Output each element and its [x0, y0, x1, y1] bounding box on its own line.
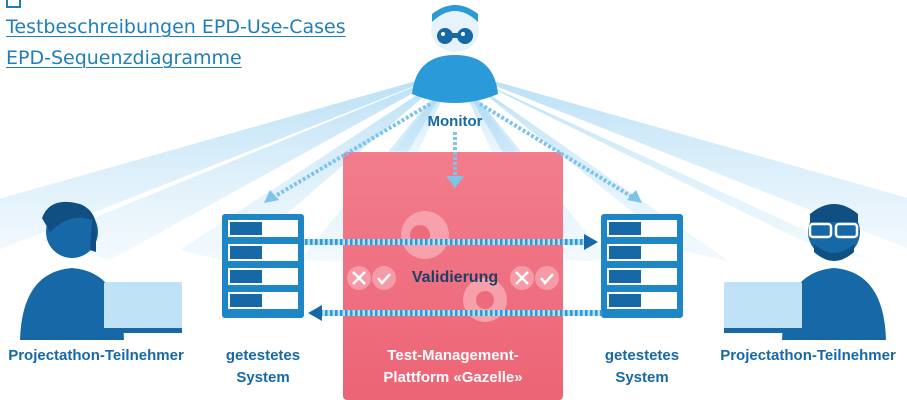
sequence-diagrams-link[interactable]: EPD-Sequenzdiagramme: [6, 47, 242, 69]
validation-check-icons: [347, 266, 559, 290]
link-list-marker: [6, 0, 21, 8]
participant-right-person-icon: [724, 204, 886, 340]
validation-label: Validierung: [411, 269, 499, 286]
test-management-platform-panel: [343, 152, 563, 400]
test-descriptions-link[interactable]: Testbeschreibungen EPD-Use-Cases: [6, 16, 346, 38]
monitor-person-icon: [412, 5, 498, 103]
platform-light-rays: [360, 150, 550, 152]
system-right-label-line1: getestetes: [604, 347, 680, 364]
system-right-label-line2: System: [615, 369, 669, 386]
platform-label-line2: Plattform «Gazelle»: [383, 369, 523, 386]
tested-system-right-server-icon: [601, 214, 683, 318]
system-exchange-arrows: [304, 234, 602, 321]
platform-label-line1: Test-Management-: [387, 347, 519, 364]
tested-system-left-server-icon: [222, 214, 304, 318]
monitor-label: Monitor: [427, 113, 483, 130]
participant-left-label: Projectathon-Teilnehmer: [8, 347, 184, 364]
monitor-arrows: [264, 102, 642, 203]
participant-left-person-icon: [20, 201, 182, 340]
system-left-label-line1: getestetes: [225, 347, 301, 364]
participant-right-label: Projectathon-Teilnehmer: [720, 347, 896, 364]
system-left-label-line2: System: [236, 369, 290, 386]
